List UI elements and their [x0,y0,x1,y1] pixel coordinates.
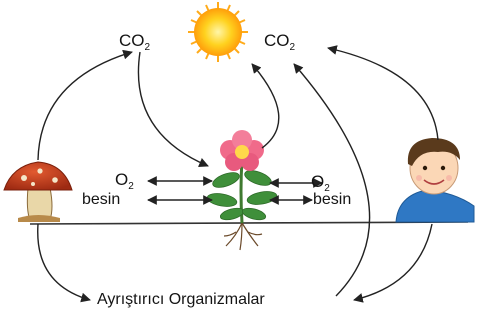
arrow-decomposers-to-co2 [293,63,371,297]
child-icon [395,138,475,223]
arrow-child-to-co2 [327,45,439,141]
o2-right-text: O [311,172,325,191]
o2-right-subscript: 2 [324,183,330,194]
arrow-mushroom-to-decomposers [37,223,91,303]
besin-label-right: besin [313,191,352,208]
co2-label-right: CO2 [264,31,296,53]
arrow-co2-to-plant [137,51,209,168]
o2-left-text: O [115,170,129,189]
flowering-plant-icon [206,130,278,251]
co2-label-left: CO2 [119,31,151,53]
mushroom-icon [3,161,73,222]
besin-label-left: besin [82,191,121,208]
co2-left-text: CO [119,31,145,50]
decomposers-label: Ayrıştırıcı Organizmalar [97,291,265,308]
co2-left-subscript: 2 [144,42,151,53]
arrow-child-to-decomposers [353,223,433,303]
co2-right-text: CO [264,31,290,50]
co2-right-subscript: 2 [289,42,296,53]
ground-line [29,221,469,225]
o2-left-subscript: 2 [128,181,134,192]
arrow-plant-to-sun [251,63,280,149]
o2-label-left: O2 [115,170,134,192]
o2-label-right: O2 [311,172,330,194]
sun-icon [188,2,248,62]
arrow-mushroom-to-co2 [37,49,133,161]
